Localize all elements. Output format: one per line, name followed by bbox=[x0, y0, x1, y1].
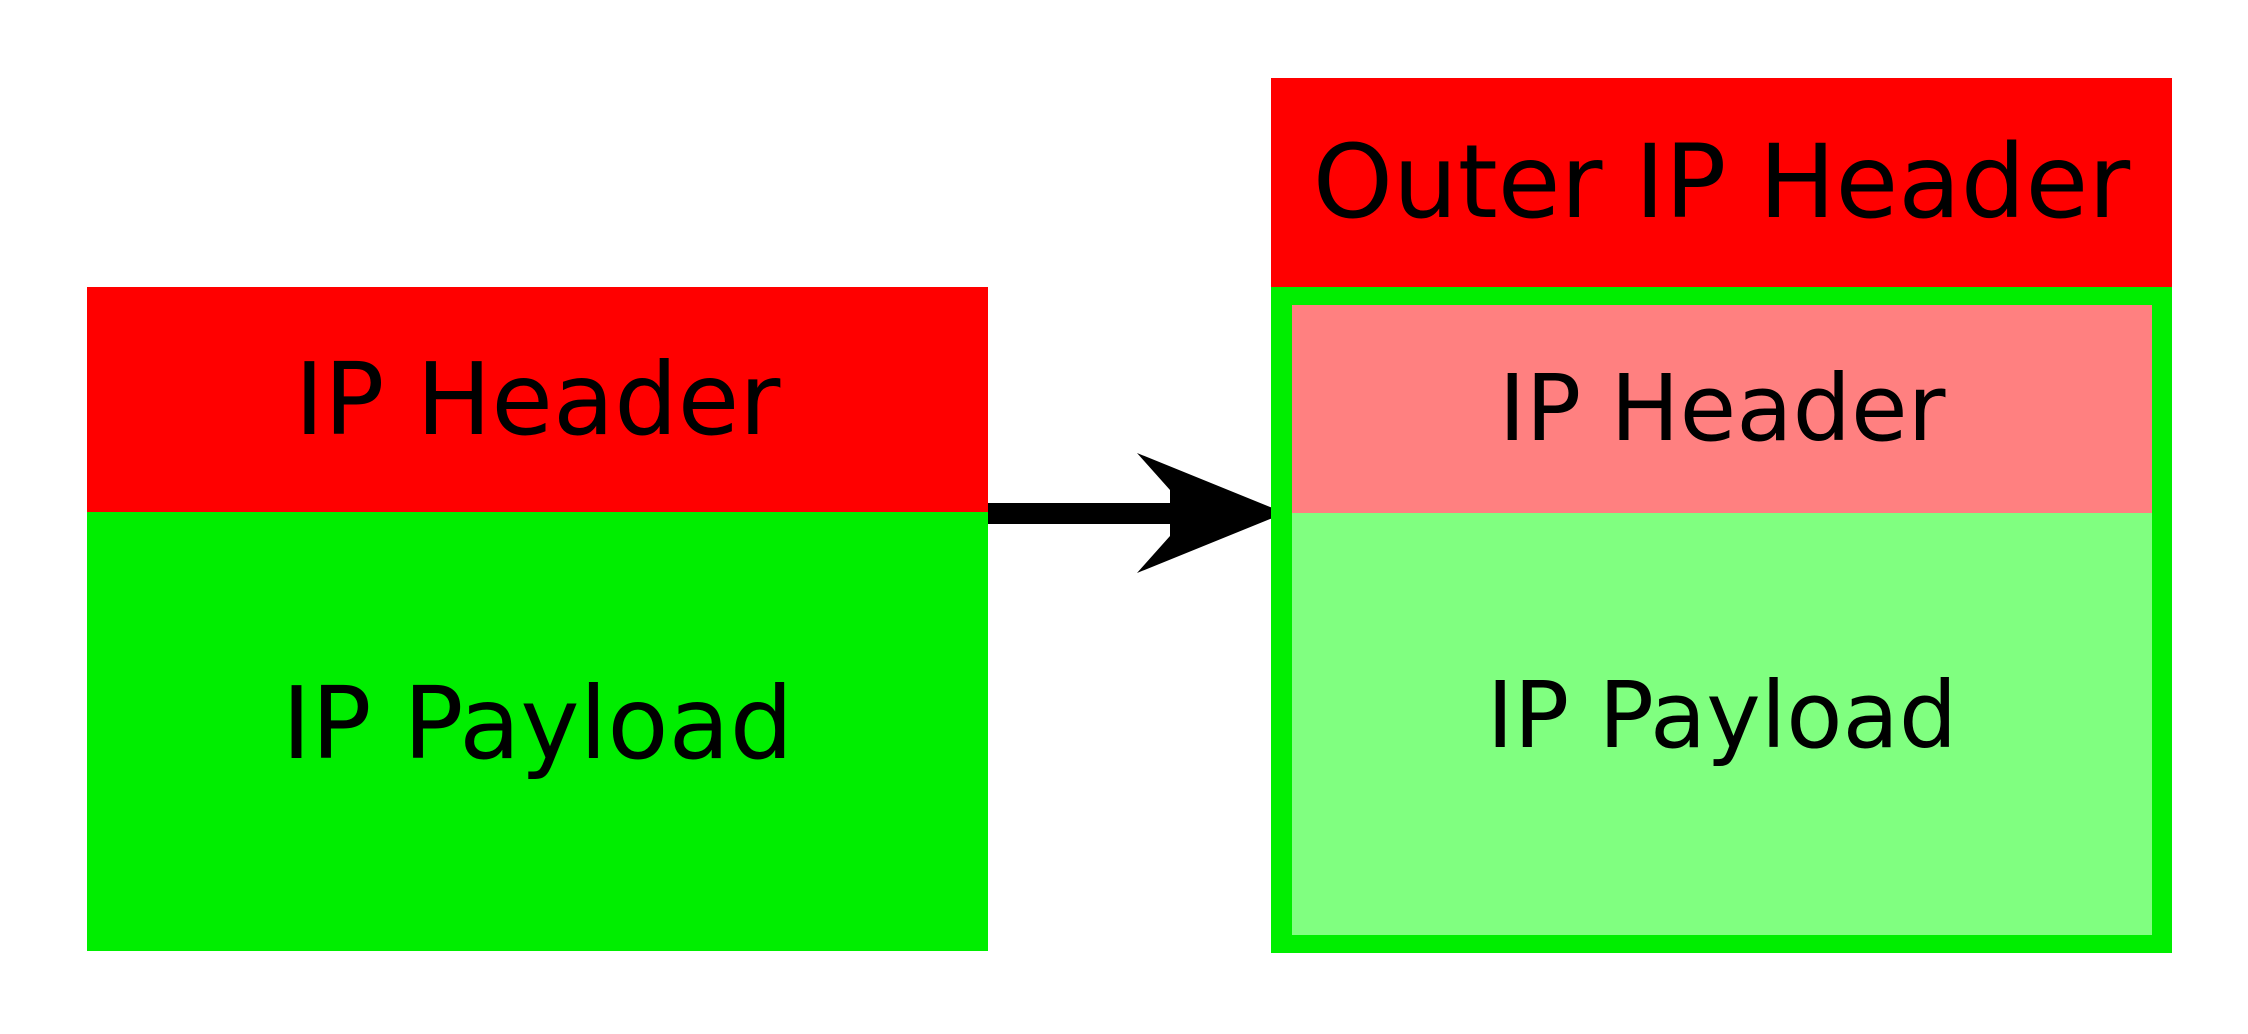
left-ip-payload-label: IP Payload bbox=[281, 664, 794, 782]
encapsulated-ip-packet: Outer IP Header IP Header IP Payload bbox=[1271, 78, 2172, 953]
arrow-right-icon bbox=[988, 453, 1285, 573]
outer-ip-header-block: Outer IP Header bbox=[1271, 78, 2172, 287]
inner-ip-header-block: IP Header bbox=[1292, 305, 2152, 513]
inner-ip-payload-label: IP Payload bbox=[1486, 662, 1958, 769]
inner-ip-payload-block: IP Payload bbox=[1292, 513, 2152, 935]
left-ip-header-block: IP Header bbox=[87, 287, 988, 512]
left-ip-header-label: IP Header bbox=[294, 340, 781, 458]
original-ip-packet: IP Header IP Payload bbox=[87, 287, 988, 951]
encapsulation-arrow bbox=[985, 440, 1295, 590]
outer-ip-header-label: Outer IP Header bbox=[1312, 122, 2131, 242]
inner-ip-header-label: IP Header bbox=[1498, 355, 1946, 462]
left-ip-payload-block: IP Payload bbox=[87, 512, 988, 951]
